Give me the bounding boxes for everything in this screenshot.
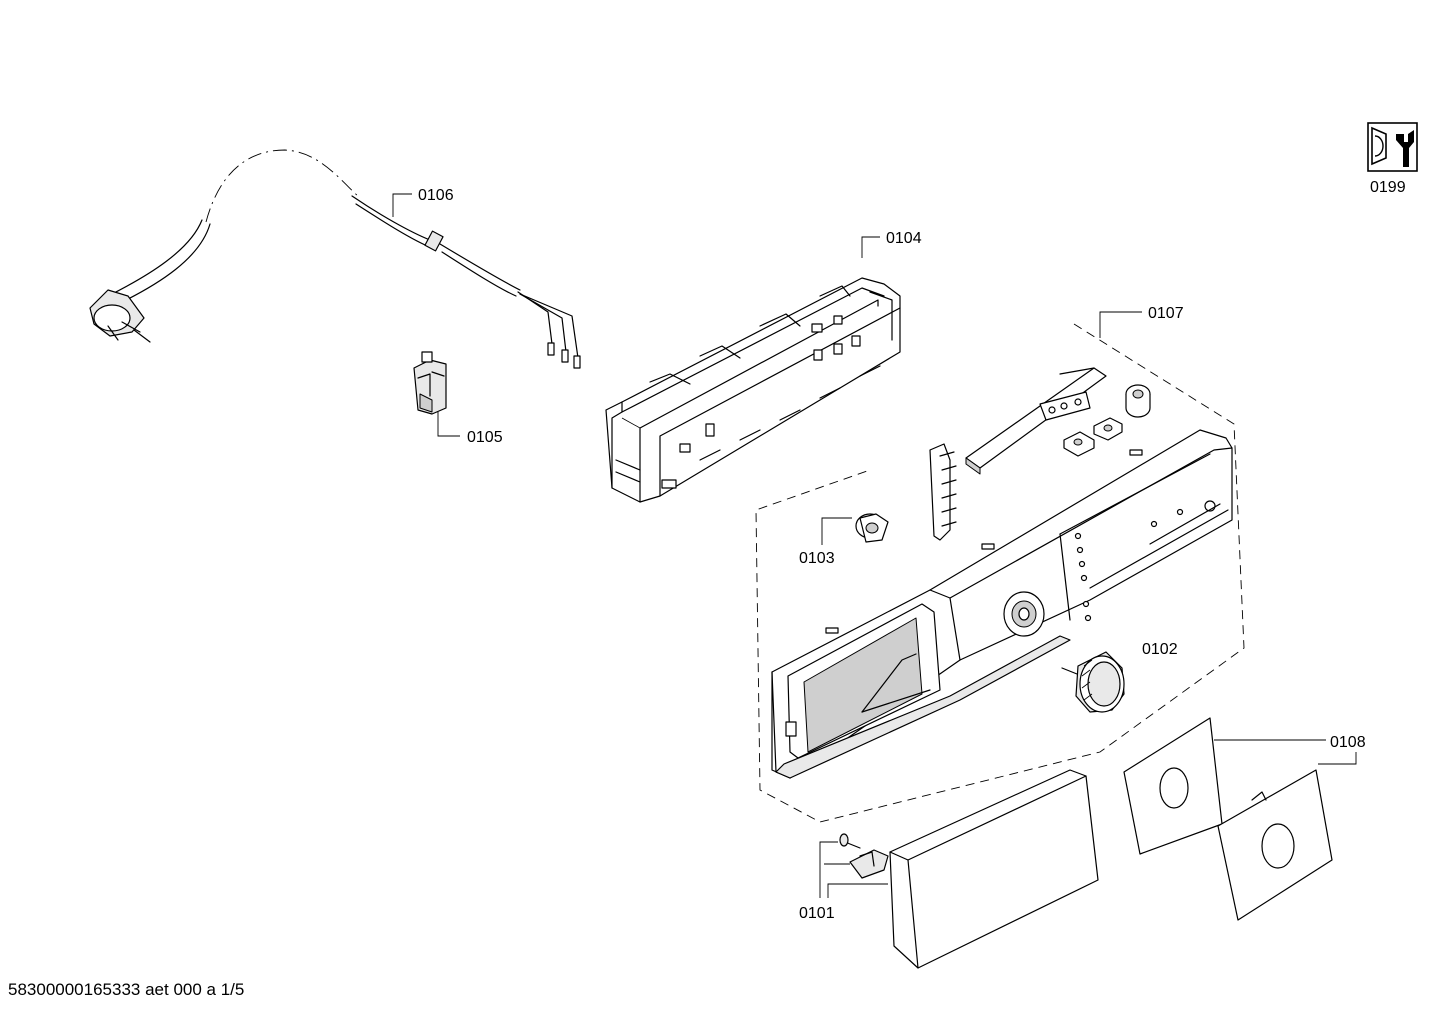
label-0102: 0102: [1142, 641, 1178, 658]
label-0104: 0104: [886, 230, 922, 247]
dispenser-handle: [889, 769, 1099, 969]
cover-plate-upper: [1123, 717, 1223, 855]
power-cord: [89, 149, 581, 369]
light-pipe-comb: [929, 443, 957, 541]
fixing-screw: [839, 833, 861, 849]
tool-icon: [1367, 122, 1418, 172]
label-0101: 0101: [799, 905, 835, 922]
cord-clip: [413, 351, 447, 415]
selector-bush: [855, 513, 889, 543]
label-0199: 0199: [1370, 179, 1406, 196]
label-0107: 0107: [1148, 305, 1184, 322]
small-clips: [1063, 417, 1123, 457]
programme-knob: [1061, 651, 1125, 713]
control-panel-fascia: [771, 429, 1233, 779]
light-guide-rail: [965, 367, 1107, 475]
label-0103: 0103: [799, 550, 835, 567]
label-0108: 0108: [1330, 734, 1366, 751]
module-carrier: [605, 277, 901, 503]
small-cap: [1125, 384, 1151, 418]
handle-clip: [849, 849, 889, 879]
label-0106: 0106: [418, 187, 454, 204]
label-0105: 0105: [467, 429, 503, 446]
assembly-0107-outline: [755, 323, 1245, 823]
drawing-reference: 58300000165333 aet 000 a 1/5: [8, 980, 245, 999]
cover-plate-lower: [1217, 769, 1333, 921]
